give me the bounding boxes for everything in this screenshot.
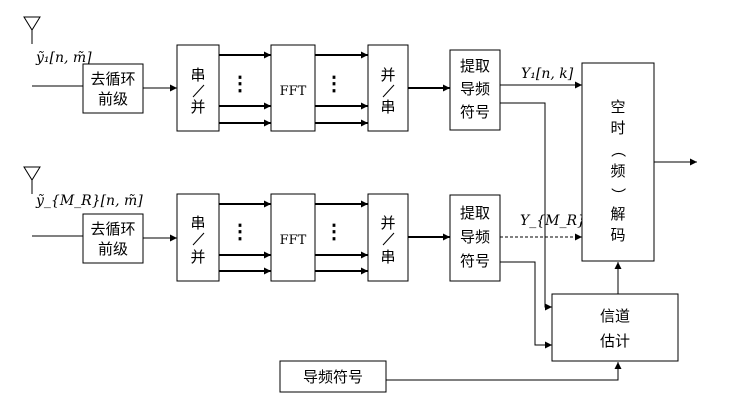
pilot-extract-box-1: 提取 导频 符号: [449, 49, 501, 131]
rx1-signal-label: ỹ₁[n, m̃]: [35, 50, 92, 66]
fft-m-label: FFT: [280, 233, 307, 248]
pe-m-line3: 符号: [460, 252, 490, 270]
decoder-char-4: 频: [610, 162, 625, 180]
dots-1b: ⋮: [324, 71, 344, 95]
st-decoder-box: 空 时 （ 频 ） 解 码: [581, 62, 655, 262]
remove-cp-box-1: 去循环 前级: [82, 63, 144, 114]
arrow-pilot-to-ce: [386, 362, 622, 381]
dots-1a: ⋮: [230, 71, 250, 95]
decoder-char-5: ）: [609, 187, 627, 202]
arrow-pilot1-to-ce: [500, 102, 552, 311]
ps-m-top: 并: [380, 214, 395, 232]
remove-cp-m-line2: 前级: [98, 240, 128, 258]
pilot-symbols-label: 导频符号: [303, 368, 363, 386]
parallel-to-serial-box-1: 并 串: [367, 44, 409, 132]
sp-1-bottom: 并: [190, 98, 205, 116]
branch-1: ỹ₁[n, m̃] 去循环 前级 串 并 ⋮ FFT ⋮: [23, 16, 582, 311]
dots-ma: ⋮: [230, 219, 250, 243]
sp-m-bottom: 并: [190, 248, 205, 266]
pilot-symbols-box: 导频符号: [279, 360, 387, 393]
ce-line1: 信道: [600, 307, 630, 325]
decoder-char-3: （: [609, 142, 627, 157]
arrow-pilotM-to-ce: [500, 261, 552, 349]
ps-1-top: 并: [380, 66, 395, 84]
decoder-char-2: 时: [610, 119, 625, 137]
fft-1-label: FFT: [280, 84, 307, 99]
fft-box-1: FFT: [270, 44, 316, 132]
pe-1-line2: 导频: [460, 80, 490, 98]
decoder-char-6: 解: [610, 205, 625, 223]
rxM-signal-label: ỹ_{M_R}[n, m̃]: [35, 193, 143, 209]
remove-cp-1-line2: 前级: [98, 90, 128, 108]
fft-box-m: FFT: [270, 193, 316, 282]
ce-line2: 估计: [600, 332, 630, 350]
ps-m-bottom: 串: [380, 248, 395, 266]
sp-m-top: 串: [190, 214, 205, 232]
decoder-char-7: 码: [610, 226, 625, 244]
dots-mb: ⋮: [324, 219, 344, 243]
serial-to-parallel-box-1: 串 并: [176, 44, 220, 132]
remove-cp-m-line1: 去循环: [90, 220, 135, 238]
pilot-extract-box-m: 提取 导频 符号: [449, 194, 501, 282]
branch-m: ỹ_{M_R}[n, m̃] 去循环 前级 串 并 ⋮ FFT ⋮ 并: [23, 166, 624, 349]
remove-cp-1-line1: 去循环: [90, 70, 135, 88]
pe-m-line1: 提取: [460, 204, 490, 222]
y1-output-label: Y₁[n, k]: [521, 66, 574, 82]
sp-1-top: 串: [190, 66, 205, 84]
decoder-char-1: 空: [610, 98, 625, 116]
channel-estimation-box: 信道 估计: [551, 293, 679, 362]
antenna-1-icon: [23, 16, 41, 44]
ps-1-bottom: 串: [380, 98, 395, 116]
pe-1-line1: 提取: [460, 57, 490, 75]
pe-m-line2: 导频: [460, 228, 490, 246]
parallel-to-serial-box-m: 并 串: [367, 193, 409, 282]
pe-1-line3: 符号: [460, 103, 490, 121]
serial-to-parallel-box-m: 串 并: [176, 193, 220, 282]
antenna-m-icon: [23, 166, 41, 194]
remove-cp-box-m: 去循环 前级: [82, 213, 144, 264]
